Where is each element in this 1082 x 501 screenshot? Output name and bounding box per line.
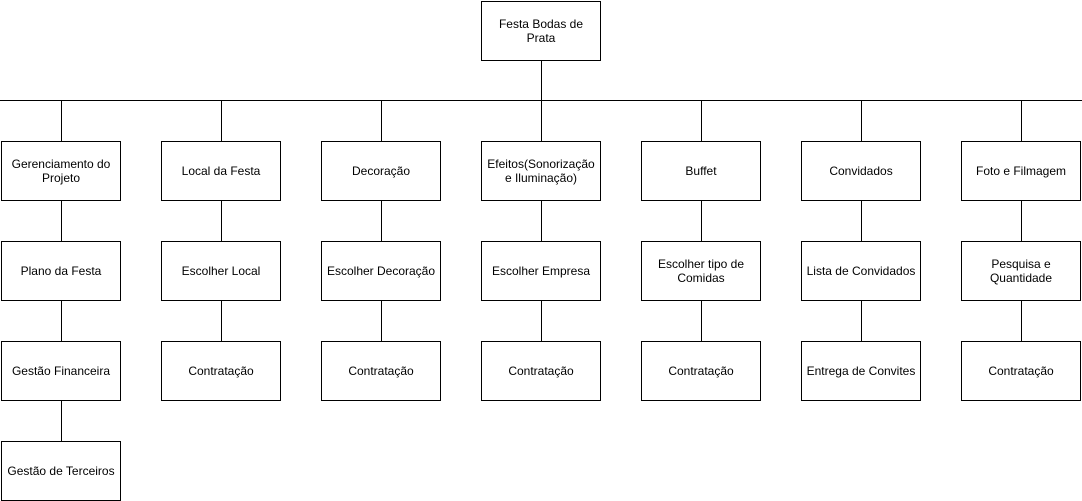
node-convidados: Convidados [801,141,921,201]
node-local-da-festa: Local da Festa [161,141,281,201]
node-label: Contratação [508,364,574,378]
node-gestao-financeira: Gestão Financeira [1,341,121,401]
node-label: Plano da Festa [20,264,102,278]
node-label: Contratação [188,364,254,378]
node-label: Contratação [988,364,1054,378]
root-node-label: Festa Bodas de Prata [498,17,584,45]
node-label: Local da Festa [181,164,261,178]
node-contratacao-decoracao: Contratação [321,341,441,401]
node-escolher-empresa: Escolher Empresa [481,241,601,301]
node-label: Buffet [685,164,717,178]
node-contratacao-local: Contratação [161,341,281,401]
node-label: Pesquisa e Quantidade [989,257,1053,285]
node-label: Escolher Local [181,264,261,278]
node-gerenciamento-do-projeto: Gerenciamento do Projeto [1,141,121,201]
node-label: Efeitos(Sonorização e Iluminação) [487,157,595,185]
node-label: Gerenciamento do Projeto [11,157,111,185]
node-contratacao-efeitos: Contratação [481,341,601,401]
node-label: Lista de Convidados [806,264,916,278]
node-escolher-tipo-de-comidas: Escolher tipo de Comidas [641,241,761,301]
node-label: Escolher Empresa [491,264,591,278]
node-label: Contratação [348,364,414,378]
node-efeitos: Efeitos(Sonorização e Iluminação) [481,141,601,201]
node-label: Escolher tipo de Comidas [657,257,745,285]
node-label: Foto e Filmagem [975,164,1067,178]
node-escolher-decoracao: Escolher Decoração [321,241,441,301]
node-label: Contratação [668,364,734,378]
node-label: Escolher Decoração [326,264,436,278]
node-pesquisa-e-quantidade: Pesquisa e Quantidade [961,241,1081,301]
node-lista-de-convidados: Lista de Convidados [801,241,921,301]
node-foto-e-filmagem: Foto e Filmagem [961,141,1081,201]
node-plano-da-festa: Plano da Festa [1,241,121,301]
node-label: Entrega de Convites [806,364,916,378]
node-label: Gestão de Terceiros [7,464,115,478]
root-node: Festa Bodas de Prata [481,1,601,61]
node-contratacao-foto: Contratação [961,341,1081,401]
node-label: Gestão Financeira [11,364,111,378]
node-escolher-local: Escolher Local [161,241,281,301]
node-gestao-de-terceiros: Gestão de Terceiros [1,441,121,501]
node-buffet: Buffet [641,141,761,201]
node-contratacao-buffet: Contratação [641,341,761,401]
node-entrega-de-convites: Entrega de Convites [801,341,921,401]
node-label: Decoração [351,164,411,178]
node-decoracao: Decoração [321,141,441,201]
node-label: Convidados [829,164,893,178]
